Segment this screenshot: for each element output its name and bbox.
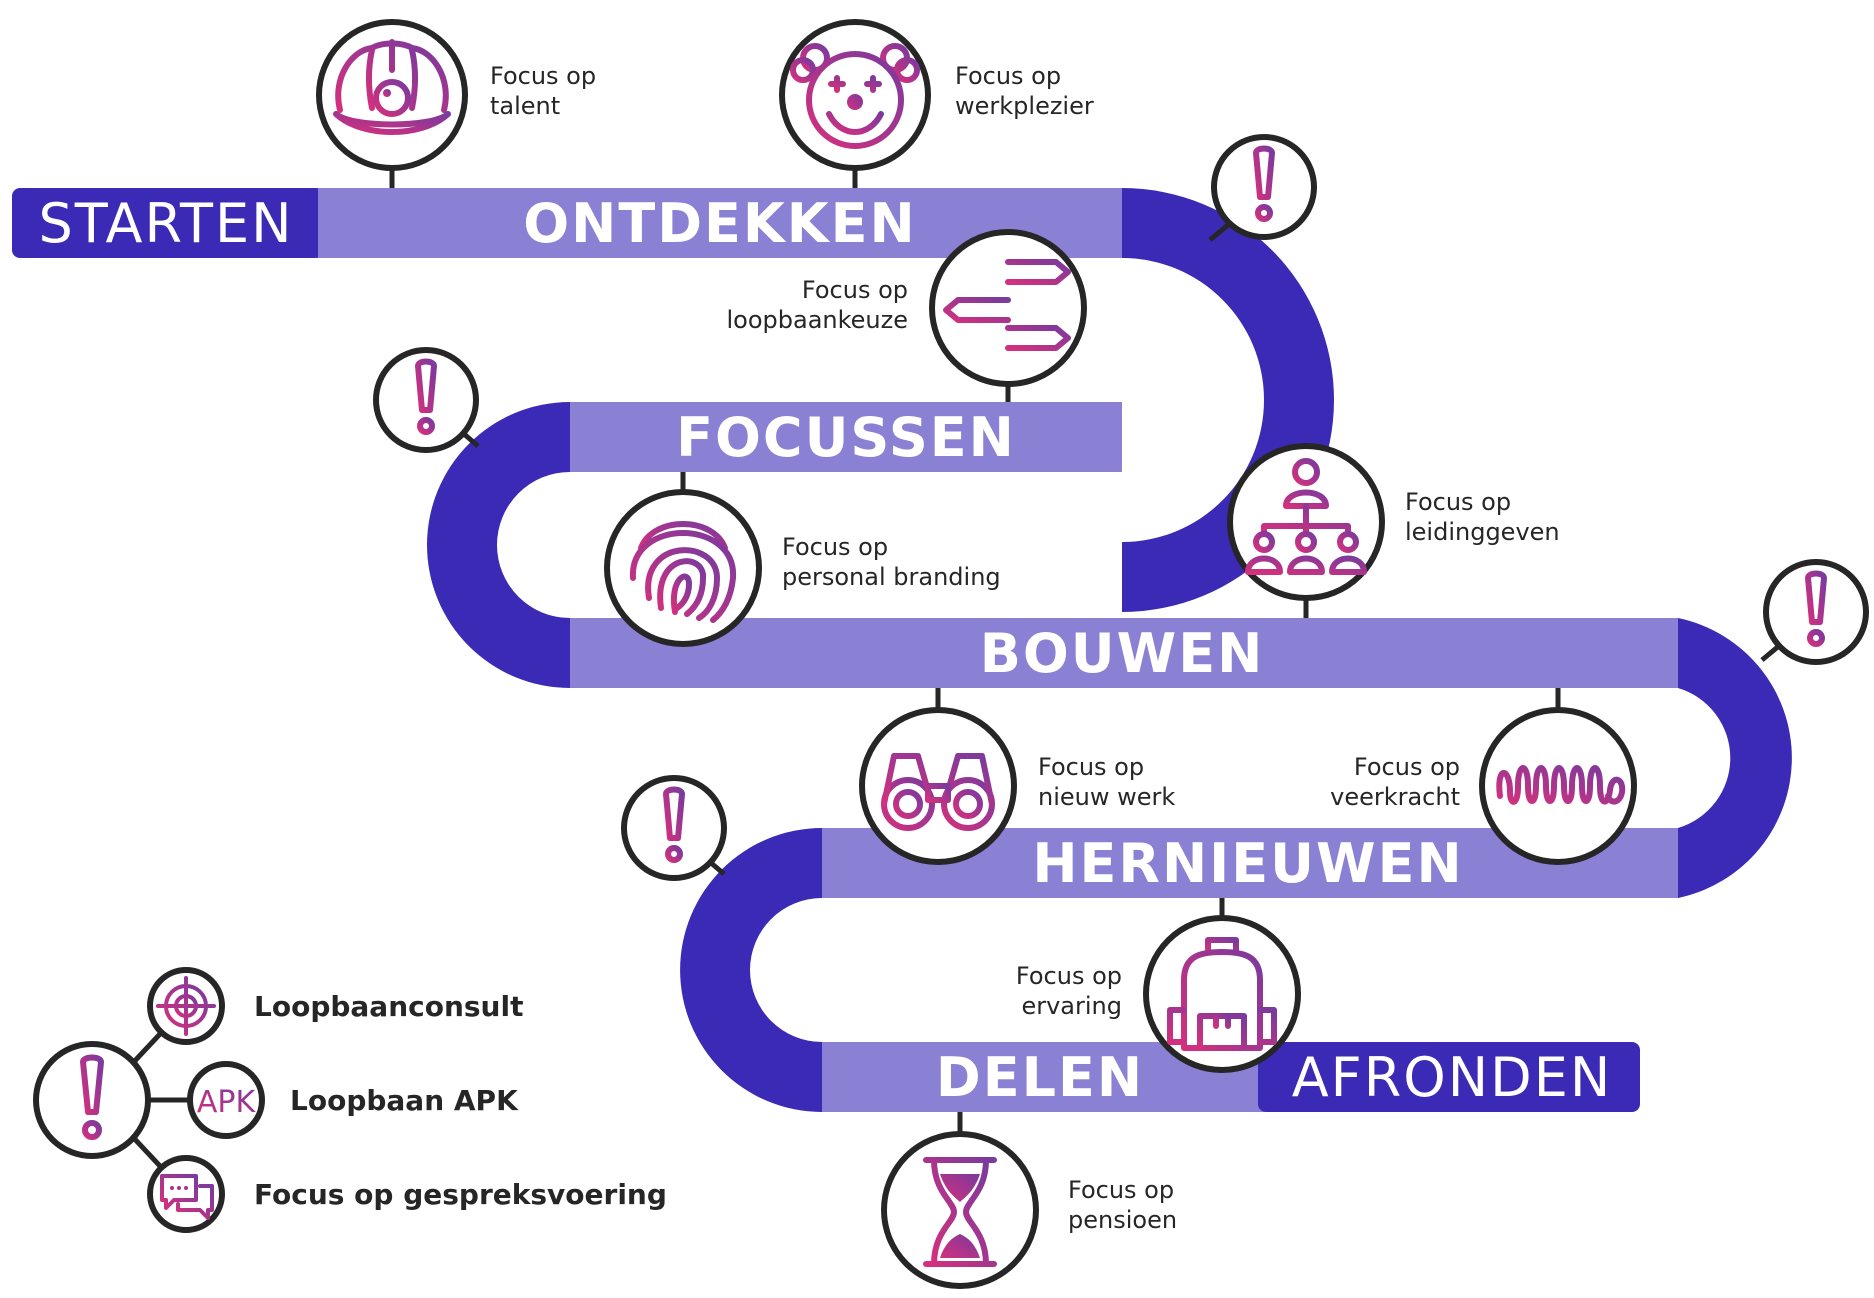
legend-alert-node <box>33 1041 151 1159</box>
stage-label-hernieuwen: HERNIEUWEN <box>1032 832 1463 895</box>
road-segment-afronden <box>1258 1042 1640 1112</box>
stage-label-bouwen: BOUWEN <box>980 622 1265 685</box>
focus-circle-veerkracht <box>1479 707 1637 865</box>
stage-label-afronden: AFRONDEN <box>1292 1046 1613 1109</box>
alert-node-3[interactable] <box>1763 559 1869 665</box>
focus-node-werkplezier[interactable] <box>779 19 931 171</box>
focus-circle-pensioen <box>881 1131 1039 1289</box>
alert-node-1[interactable] <box>1211 134 1317 240</box>
focus-node-pensioen[interactable] <box>881 1131 1039 1289</box>
legend-circle-loopbaan-apk <box>187 1061 265 1139</box>
binoculars-icon <box>881 743 995 831</box>
focus-label-veerkracht-line1: Focus op <box>1354 753 1460 781</box>
alert-node-2[interactable] <box>373 347 479 453</box>
stage-label-delen: DELEN <box>936 1046 1144 1109</box>
focus-label-personal-branding-line2: personal branding <box>782 563 1001 591</box>
target-icon <box>156 976 216 1036</box>
stage-label-starten: STARTEN <box>38 192 293 255</box>
alert-circle-4 <box>621 775 727 881</box>
legend-item-gespreksvoering[interactable]: Focus op gespreksvoering <box>147 1155 667 1233</box>
focus-label-werkplezier-line1: Focus op <box>955 62 1061 90</box>
clown-face-icon <box>790 43 920 149</box>
focus-label-werkplezier-line2: werkplezier <box>955 92 1094 120</box>
focus-node-talent[interactable] <box>316 19 468 171</box>
focus-label-pensioen-line1: Focus op <box>1068 1176 1174 1204</box>
exclamation-icon <box>415 358 437 435</box>
chat-bubbles-icon <box>160 1174 214 1220</box>
focus-label-personal-branding-line1: Focus op <box>782 533 888 561</box>
focus-label-nieuw-werk-line2: nieuw werk <box>1038 783 1175 811</box>
apk-icon: APK <box>197 1085 257 1120</box>
road-segment-focussen <box>570 402 1122 472</box>
focus-label-talent-line2: talent <box>490 92 560 120</box>
legend-label-gespreksvoering: Focus op gespreksvoering <box>254 1178 667 1211</box>
focus-node-veerkracht[interactable] <box>1479 707 1637 865</box>
fingerprint-icon <box>629 521 737 623</box>
stage-label-focussen: FOCUSSEN <box>676 406 1016 469</box>
focus-label-loopbaankeuze-line2: loopbaankeuze <box>726 306 908 334</box>
focus-label-leidinggeven-line1: Focus op <box>1405 488 1511 516</box>
focus-circle-personal-branding <box>604 489 762 647</box>
hourglass-icon <box>923 1157 997 1267</box>
legend-item-loopbaanconsult[interactable]: Loopbaanconsult <box>147 967 523 1045</box>
connector-alert-1 <box>1208 223 1230 242</box>
stage-labels: STARTEN ONTDEKKEN FOCUSSEN BOUWEN HERNIE… <box>38 192 1613 1109</box>
focus-node-personal-branding[interactable] <box>604 489 762 647</box>
alert-circle-3 <box>1763 559 1869 665</box>
road-curve-left-1 <box>427 402 570 688</box>
legend-label-loopbaan-apk: Loopbaan APK <box>290 1084 519 1117</box>
road-segment-bouwen <box>570 618 1678 688</box>
exclamation-icon <box>80 1054 104 1140</box>
team-hierarchy-icon <box>1245 458 1367 575</box>
focus-node-nieuw-werk[interactable] <box>859 707 1017 865</box>
alert-node-4[interactable] <box>621 775 727 881</box>
focus-node-loopbaankeuze[interactable] <box>929 229 1087 387</box>
road-curve-left-2 <box>680 828 822 1112</box>
exclamation-icon <box>663 786 685 863</box>
connector-alert-2 <box>462 432 480 448</box>
exclamation-icon <box>1805 570 1827 647</box>
focus-node-leidinggeven[interactable] <box>1227 443 1385 601</box>
focus-label-ervaring-line2: ervaring <box>1021 992 1122 1020</box>
legend: Loopbaanconsult APK Loopbaan APK Focus o… <box>33 967 667 1233</box>
focus-label-pensioen-line2: pensioen <box>1068 1206 1177 1234</box>
exclamation-icon <box>1253 145 1275 222</box>
legend-label-loopbaanconsult: Loopbaanconsult <box>254 990 523 1023</box>
road-curve-right-2 <box>1678 618 1792 898</box>
focus-label-loopbaankeuze-line1: Focus op <box>802 276 908 304</box>
legend-item-loopbaan-apk[interactable]: APK Loopbaan APK <box>187 1061 519 1139</box>
focus-label-veerkracht-line2: veerkracht <box>1330 783 1460 811</box>
focus-label-ervaring-line1: Focus op <box>1016 962 1122 990</box>
focus-label-talent-line1: Focus op <box>490 62 596 90</box>
road-segment-starten <box>12 188 324 258</box>
pearl-shell-icon <box>333 39 451 135</box>
stage-label-ontdekken: ONTDEKKEN <box>523 192 916 255</box>
signpost-icon <box>943 251 1071 375</box>
alert-circle-1 <box>1211 134 1317 240</box>
alert-circle-2 <box>373 347 479 453</box>
focus-node-ervaring[interactable] <box>1143 915 1301 1073</box>
backpack-icon <box>1167 937 1277 1051</box>
focus-label-nieuw-werk-line1: Focus op <box>1038 753 1144 781</box>
focus-label-leidinggeven-line2: leidinggeven <box>1405 518 1560 546</box>
spring-icon <box>1496 765 1626 805</box>
